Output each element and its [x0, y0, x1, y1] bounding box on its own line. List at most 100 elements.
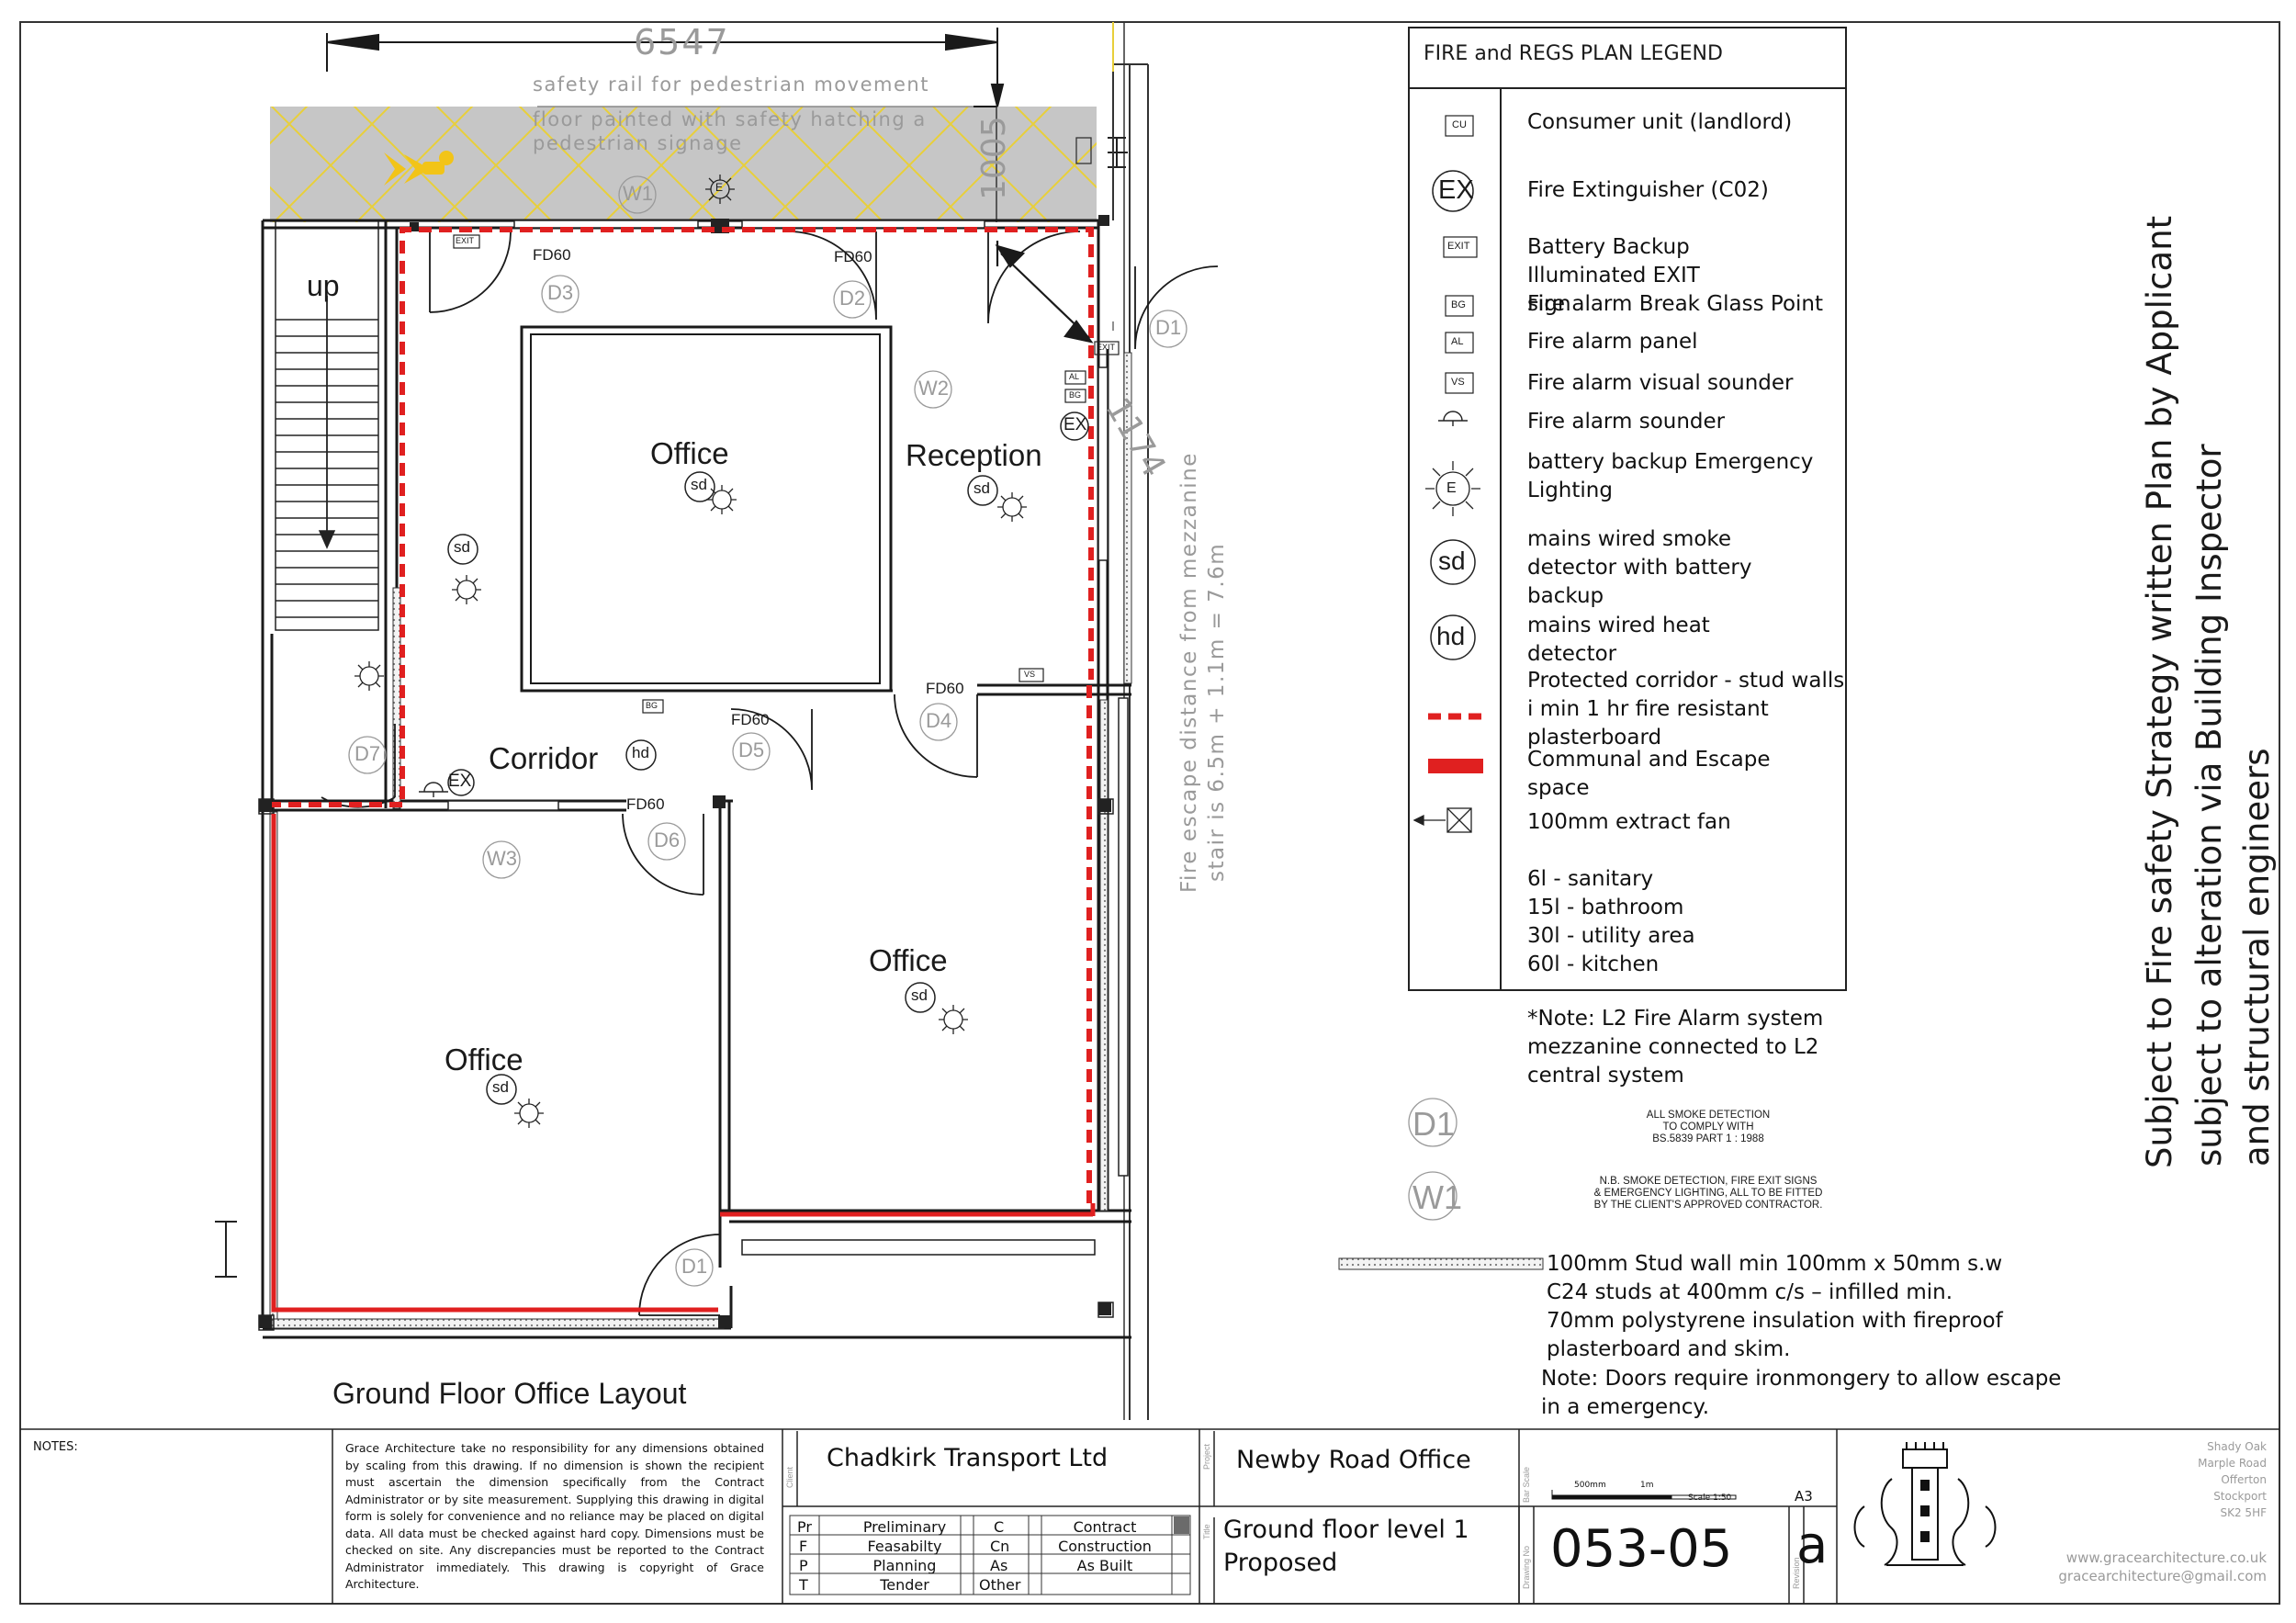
- legend-item-text: mains wired smoke detector with battery …: [1527, 527, 1752, 608]
- side-note-line2: subject to alteration via Building Inspe…: [2189, 444, 2229, 1167]
- door-tag: D1: [681, 1255, 708, 1278]
- email-link[interactable]: gracearchitecture@gmail.com: [2058, 1568, 2267, 1584]
- scale-text: Scale 1:50: [1688, 1493, 1732, 1503]
- exit-sign-label: EXIT: [1097, 343, 1116, 352]
- doors-note: Note: Doors require ironmongery to allow…: [1541, 1367, 2062, 1419]
- title-block-frame: [20, 1428, 2279, 1604]
- visual-sounder-label: VS: [1024, 670, 1036, 679]
- door-tag: D4: [926, 709, 952, 732]
- fire-escape-note-1: Fire escape distance from mezzanine: [1177, 452, 1201, 893]
- floor-note-line1: floor painted with safety hatching a: [533, 108, 927, 130]
- pedestrian-sign-icon: [384, 151, 454, 186]
- window-tag: W1: [623, 182, 653, 205]
- legend-item-text: 100mm extract fan: [1527, 810, 1731, 834]
- safety-rail-note: safety rail for pedestrian movement: [533, 73, 929, 96]
- legend-symbol: E: [1446, 480, 1457, 496]
- client-name: Chadkirk Transport Ltd: [827, 1444, 1109, 1472]
- paper-size: A3: [1795, 1488, 1813, 1505]
- door-swings: [321, 231, 1219, 1316]
- exit-sign-icon: [1075, 137, 1092, 164]
- stud-wall-swatch: [1338, 1257, 1544, 1270]
- legend-item-text: Fire alarm visual sounder: [1527, 371, 1794, 395]
- room-office-left: Office: [445, 1043, 523, 1076]
- room-office-top: Office: [650, 436, 729, 470]
- scale-1m-label: 1m: [1640, 1481, 1654, 1490]
- revision-letter: a: [1796, 1516, 1829, 1575]
- ghost-door-tag: D1: [1412, 1105, 1456, 1143]
- legend-symbol: sd: [1438, 547, 1466, 575]
- extinguisher-label: EX: [1064, 415, 1087, 434]
- extract-fan-icon: [1412, 807, 1472, 833]
- title-label: Title: [1202, 1524, 1211, 1539]
- floor-note-line2: pedestrian signage: [533, 132, 743, 154]
- scale-500-label: 500mm: [1574, 1481, 1606, 1490]
- sheet-border: [19, 21, 2280, 1605]
- legend-item-text: Consumer unit (landlord): [1527, 110, 1793, 134]
- legend-symbol: EX: [1438, 175, 1474, 205]
- fd60-label: FD60: [626, 795, 665, 813]
- door-tag: D1: [1155, 316, 1182, 339]
- legend-item-text: Battery Backup Illuminated EXIT sign: [1527, 235, 1700, 316]
- legend-symbol: EXIT: [1447, 241, 1470, 252]
- door-tag: D6: [654, 828, 681, 851]
- nb-note: N.B. SMOKE DETECTION, FIRE EXIT SIGNS& E…: [1593, 1176, 1823, 1211]
- section-marker-left: [215, 1221, 237, 1278]
- heat-detector-label: hd: [632, 744, 649, 761]
- extract-rate: 60l - kitchen: [1527, 952, 1660, 976]
- window-panes: [447, 220, 1129, 1177]
- fire-escape-arrow: [995, 241, 1094, 344]
- legend-symbol: CU: [1452, 119, 1467, 130]
- ghost-window-tag: W1: [1412, 1178, 1462, 1216]
- side-note-line3: and structural engineers: [2237, 748, 2277, 1167]
- contact-block: www.gracearchitecture.co.uk gracearchite…: [2020, 1549, 2267, 1585]
- window-tag: W3: [487, 847, 517, 870]
- room-reception: Reception: [906, 438, 1042, 472]
- door-tag: D5: [738, 738, 765, 761]
- legend-item-text: Fire alarm sounder: [1527, 410, 1726, 434]
- room-corridor: Corridor: [489, 741, 599, 775]
- legend-item-text: battery backup Emergency Lighting: [1527, 450, 1814, 502]
- side-dimension-text: 1005: [975, 116, 1013, 200]
- fd60-label: FD60: [731, 711, 770, 728]
- emergency-light-label: E: [715, 181, 724, 194]
- legend-item-text: Communal and Escape space: [1527, 748, 1771, 800]
- legend-item-text: Fire alarm Break Glass Point: [1527, 292, 1823, 316]
- protected-corridor-line: [272, 227, 1094, 1209]
- bar-scale-label: Bar Scale: [1522, 1466, 1531, 1503]
- legend-symbol: hd: [1436, 622, 1466, 650]
- fd60-label: FD60: [834, 248, 872, 265]
- stair-up-label: up: [307, 269, 340, 302]
- website-link[interactable]: www.gracearchitecture.co.uk: [2065, 1550, 2267, 1566]
- legend-item-text: Fire alarm panel: [1527, 330, 1698, 354]
- pedestrian-walkway: [270, 107, 1097, 222]
- extract-rate: 6l - sanitary: [1527, 867, 1654, 891]
- legend-item-text: Protected corridor - stud walls i min 1 …: [1527, 669, 1845, 750]
- status-grid: [789, 1515, 1191, 1595]
- legend-title: FIRE and REGS PLAN LEGEND: [1424, 42, 1723, 65]
- door-tag: D7: [355, 742, 381, 765]
- drawing-number: 053-05: [1550, 1519, 1733, 1579]
- smoke-detector-label: sd: [454, 538, 470, 556]
- stud-walls: [269, 352, 1132, 1329]
- smoke-detector-label: sd: [691, 476, 707, 493]
- emergency-light-icons: [355, 175, 1480, 1128]
- drawing-title: Ground Floor Office Layout: [332, 1377, 687, 1410]
- label-circles: [348, 175, 1458, 1287]
- l2-alarm-note: *Note: L2 Fire Alarm system mezzanine co…: [1527, 1007, 1824, 1088]
- fd60-label: FD60: [533, 246, 571, 264]
- extract-rate: 15l - bathroom: [1527, 896, 1684, 919]
- disclaimer-text: Grace Architecture take no responsibilit…: [345, 1441, 764, 1591]
- overall-dimension-line: [326, 28, 1005, 107]
- columns: [259, 215, 1111, 1328]
- device-boxes: [453, 115, 1478, 714]
- alarm-panel-label: AL: [1069, 372, 1080, 381]
- project-name: Newby Road Office: [1236, 1446, 1471, 1474]
- escape-space-line: [271, 814, 1096, 1313]
- fd60-label: FD60: [926, 680, 964, 697]
- window-tag: W2: [918, 377, 949, 400]
- smoke-detector-label: sd: [911, 986, 928, 1004]
